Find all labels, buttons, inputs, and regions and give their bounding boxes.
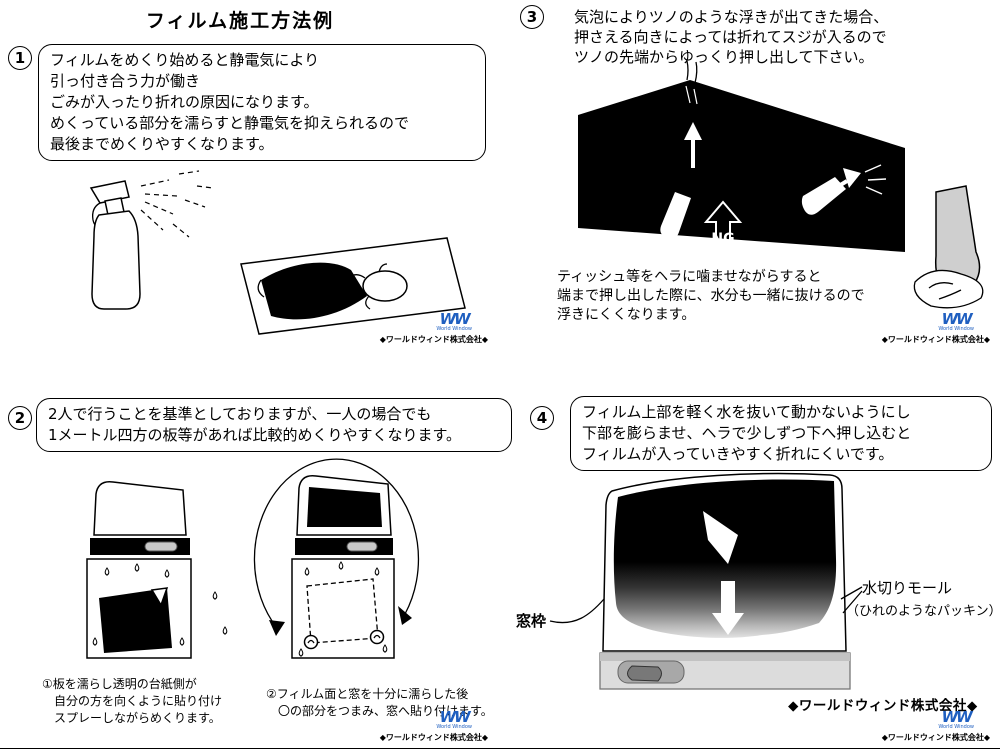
instruction-line: 最後までめくりやすくなります。 (50, 135, 274, 153)
world-window-logo: WW World Window (938, 310, 974, 333)
instruction-line: フィルムをめくり始めると静電気により (50, 51, 320, 69)
world-window-logo: WW World Window (436, 708, 472, 731)
instruction-line: 押さえる向きによっては折れてスジが入るので (574, 28, 887, 46)
instruction-line: フィルムが入っていきやすく折れにくいです。 (582, 445, 894, 463)
board-step1-drawing (86, 481, 228, 659)
door-handle-icon (144, 541, 178, 552)
spray-mist-lines (140, 170, 214, 238)
bottom-divider (0, 748, 1000, 749)
step-1-digit: 1 (14, 49, 26, 67)
step-4-number: 4 (530, 406, 554, 430)
company-name-large: ◆ワールドウィンド株式会社◆ (788, 698, 978, 714)
instruction-line: 2人で行うことを基準としておりますが、一人の場合でも (48, 405, 432, 423)
film-sheet-drawing (240, 237, 466, 335)
step-2-caption-1: ①板を濡らし透明の台紙側が 自分の方を向くように貼り付け スプレーしながらめくり… (42, 676, 222, 727)
note-line: ティッシュ等をヘラに噛ませながらすると (557, 269, 822, 285)
pinch-point-marker (369, 629, 385, 645)
film-outline-dashed (306, 578, 379, 644)
flip-around-arrow (253, 458, 420, 629)
company-name: ◆ワールドウィンド株式会社◆ (379, 335, 488, 344)
window-frame-leader-line (549, 598, 605, 624)
ww-logo-icon: WW (439, 708, 471, 726)
pinch-point-marker (303, 634, 319, 650)
instruction-line: ごみが入ったり折れの原因になります。 (50, 93, 319, 111)
ww-logo-subtext: World Window (938, 724, 974, 730)
caption-line: 〇の部分をつまみ、窓へ貼り付けます。 (266, 704, 493, 718)
illustration-door-install (549, 472, 863, 690)
instruction-line: 1メートル四方の板等があれば比較的めくりやすくなります。 (48, 426, 462, 444)
ng-label: NG (711, 231, 734, 247)
caption-line: スプレーしながらめくります。 (42, 711, 221, 725)
step-3-note: ティッシュ等をヘラに噛ませながらすると 端まで押し出した際に、水分も一緒に抜ける… (557, 268, 865, 325)
step-2-number: 2 (8, 406, 32, 430)
step-3-digit: 3 (526, 8, 538, 26)
squeegee-icon (703, 511, 738, 564)
caption-line: ②フィルム面と窓を十分に濡らした後 (266, 687, 469, 701)
note-line: 浮きにくくなります。 (557, 307, 696, 323)
horn-inner-lines (685, 85, 698, 105)
illustration-board-method (86, 458, 420, 659)
page-title: フィルム施工方法例 (145, 10, 335, 32)
spray-bottle-icon (89, 180, 141, 310)
squeegee-with-tissue-icon (913, 185, 984, 309)
instruction-line: 引っ付き合う力が働き (50, 72, 201, 90)
ww-logo-subtext: World Window (938, 326, 974, 332)
molding-leader-lines (840, 586, 863, 614)
step-2-caption-2: ②フィルム面と窓を十分に濡らした後 〇の部分をつまみ、窓へ貼り付けます。 (266, 686, 493, 720)
company-stamp: WW World Window ◆ワールドウィンド株式会社◆ (870, 312, 990, 345)
door-sill (599, 652, 851, 690)
company-name: ◆ワールドウィンド株式会社◆ (379, 733, 488, 742)
world-window-logo: WW World Window (938, 708, 974, 731)
water-exit-lines (864, 164, 887, 195)
door-handle-icon (627, 665, 662, 682)
squeegee-icon (660, 192, 691, 239)
ng-direction-arrow: NG (703, 200, 743, 249)
step-2-instruction-box: 2人で行うことを基準としておりますが、一人の場合でも 1メートル四方の板等があれ… (36, 398, 512, 452)
ww-logo-icon: WW (941, 708, 973, 726)
company-name: ◆ワールドウィンド株式会社◆ (881, 335, 990, 344)
note-line: 端まで押し出した際に、水分も一緒に抜けるので (557, 288, 865, 304)
board-step2-drawing (253, 458, 420, 659)
molding-sub-label: （ひれのようなパッキン） (846, 604, 1000, 619)
company-stamp: WW World Window ◆ワールドウィンド株式会社◆ (368, 710, 488, 743)
world-window-logo: WW World Window (436, 310, 472, 333)
horn-crease-lines (686, 60, 698, 84)
door-handle-icon (346, 541, 378, 552)
step-4-instruction-box: フィルム上部を軽く水を抜いて動かないようにし 下部を膨らませ、ヘラで少しずつ下へ… (570, 396, 992, 471)
ww-logo-subtext: World Window (436, 724, 472, 730)
ww-logo-subtext: World Window (436, 326, 472, 332)
step-2-digit: 2 (14, 409, 26, 427)
instruction-line: めくっている部分を濡らすと静電気を抑えられるので (50, 114, 409, 132)
instruction-line: ツノの先端からゆっくり押し出して下さい。 (574, 48, 874, 66)
instruction-line: フィルム上部を軽く水を抜いて動かないようにし (582, 403, 911, 421)
push-right-arrow-icon (827, 168, 861, 194)
company-name: ◆ワールドウィンド株式会社◆ (881, 733, 990, 742)
window-frame-label: 窓枠 (516, 612, 547, 630)
ww-logo-icon: WW (941, 310, 973, 328)
step-1-instruction-box: フィルムをめくり始めると静電気により 引っ付き合う力が働き ごみが入ったり折れの… (38, 44, 486, 161)
hand-icon (347, 263, 408, 310)
instruction-line: 気泡によりツノのような浮きが出てきた場合、 (574, 8, 889, 26)
company-stamp: WW World Window ◆ワールドウィンド株式会社◆ (870, 710, 990, 743)
illustration-film-peel-spray (89, 170, 466, 335)
caption-line: 自分の方を向くように貼り付け (42, 694, 223, 708)
instruction-line: 下部を膨らませ、ヘラで少しずつ下へ押し込むと (582, 424, 912, 442)
push-up-arrow-icon (684, 122, 702, 168)
molding-label: 水切りモール (862, 579, 953, 597)
illustration-bubble-horn: NG (578, 60, 984, 309)
caption-line: ①板を濡らし透明の台紙側が (42, 677, 197, 691)
step-1-number: 1 (8, 46, 32, 70)
step-3-number: 3 (520, 5, 544, 29)
dark-film-panel (578, 80, 905, 252)
push-down-arrow-icon (712, 581, 744, 635)
company-stamp: WW World Window ◆ワールドウィンド株式会社◆ (368, 312, 488, 345)
step-3-instructions: 気泡によりツノのような浮きが出てきた場合、 押さえる向きによっては折れてスジが入… (574, 7, 888, 67)
step-4-digit: 4 (536, 409, 548, 427)
ww-logo-icon: WW (439, 310, 471, 328)
